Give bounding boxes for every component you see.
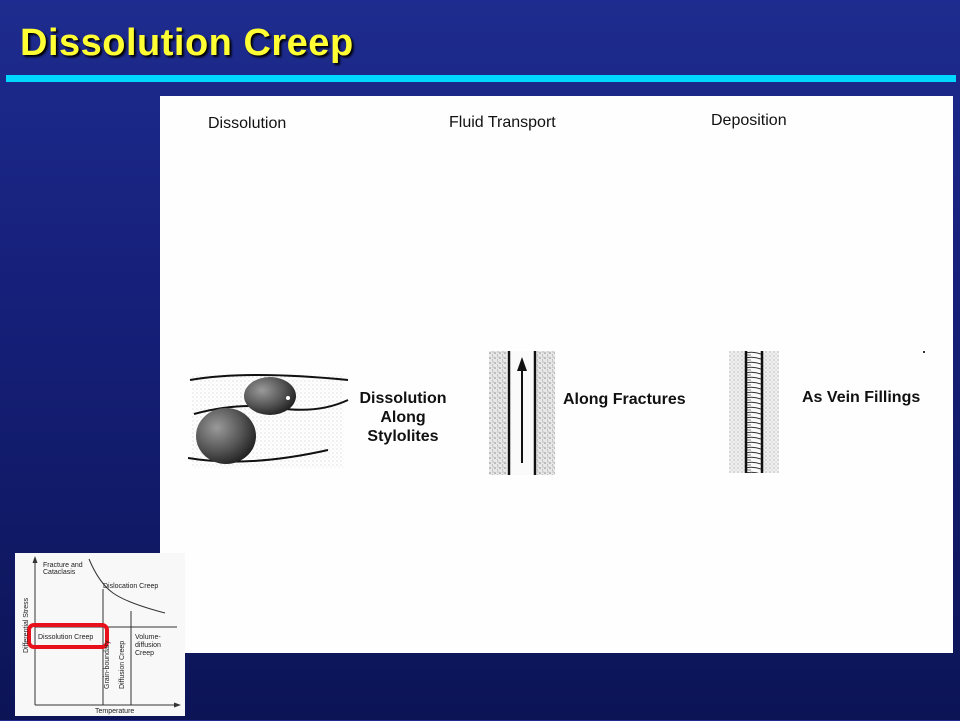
label-line-1: Dissolution [359,390,447,407]
inset-dislocation-label: Dislocation Creep [103,583,158,590]
grain-upper [244,377,296,415]
stylolite-drawing [188,374,349,468]
label-vein-fillings: As Vein Fillings [802,389,921,406]
slide-title: Dissolution Creep [20,22,354,64]
fracture-drawing [489,351,555,475]
label-dissolution-stylolites: Dissolution Along Stylolites [350,389,456,446]
inset-volume-label-3: Creep [135,650,154,657]
stray-dot [923,351,925,353]
header-deposition: Deposition [711,112,787,129]
inset-y-axis-label: Differential Stress [23,597,30,653]
inset-diagram: Fracture and Cataclasis Dislocation Cree… [23,556,181,715]
header-fluid-transport: Fluid Transport [449,114,556,131]
label-line-2: Along [380,409,426,426]
header-dissolution: Dissolution [208,115,287,132]
grain-lower [196,408,256,464]
label-along-fractures: Along Fractures [563,391,686,408]
inset-volume-label-2: diffusion [135,642,161,649]
inset-volume-label-1: Volume- [135,634,161,641]
y-axis-arrow-icon [32,556,38,563]
inset-x-axis-label: Temperature [95,708,134,715]
inset-dissolution-label: Dissolution Creep [38,634,93,641]
inset-grain-boundary-label-1: Grain-boundary [104,640,111,689]
inset-grain-boundary-label-2: Diffusion Creep [119,641,126,689]
flow-arrow-icon [517,357,527,371]
inset-fracture-label-1: Fracture and [43,562,83,569]
x-axis-arrow-icon [174,702,181,708]
inset-deformation-map: Fracture and Cataclasis Dislocation Cree… [15,553,185,716]
title-underline [6,75,956,82]
vein-drawing [729,351,779,473]
dissolution-highlight-box [27,623,109,649]
label-line-3: Stylolites [367,428,439,445]
dislocation-boundary [88,558,166,614]
figure-panel: Dissolution Fluid Transport Deposition D… [160,96,953,653]
inset-fracture-label-2: Cataclasis [43,569,76,576]
